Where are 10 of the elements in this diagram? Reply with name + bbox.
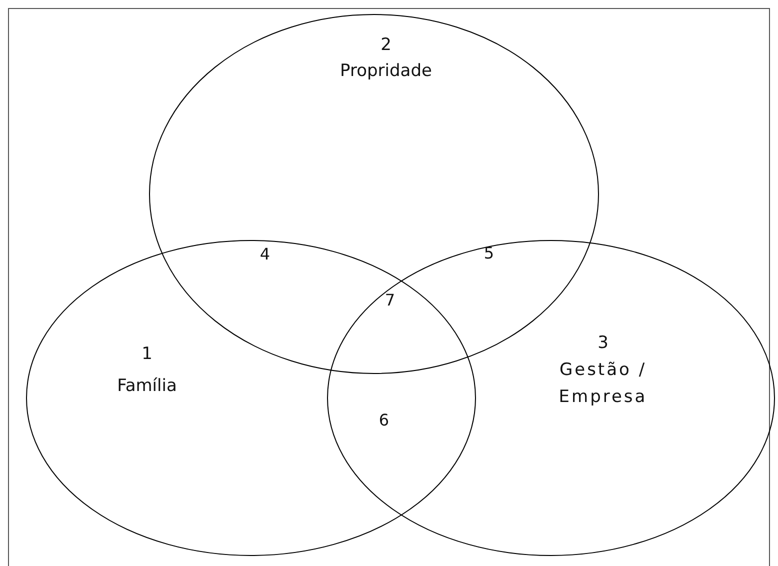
region-number: 2 bbox=[380, 34, 392, 57]
region-number: 5 bbox=[484, 244, 494, 262]
region-number: 4 bbox=[260, 244, 270, 264]
region-number: 1 bbox=[142, 343, 152, 366]
region-label: Propridade bbox=[340, 60, 432, 83]
region-label: Gestão / Empresa bbox=[558, 359, 648, 409]
region-number: 6 bbox=[378, 410, 390, 430]
region-label: Família bbox=[117, 375, 177, 398]
region-number: 3 bbox=[598, 332, 608, 355]
region-number: 7 bbox=[384, 290, 396, 310]
